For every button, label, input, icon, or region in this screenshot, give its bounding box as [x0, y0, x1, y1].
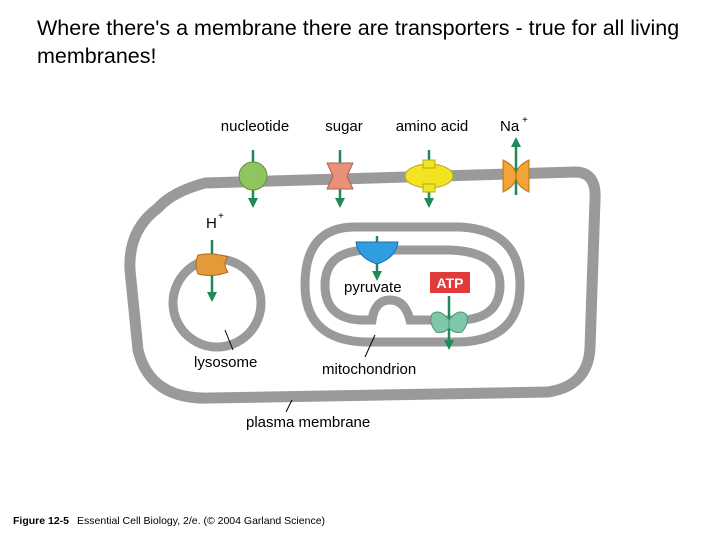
mitochondrion-outer-membrane	[300, 222, 525, 347]
pyruvate-transporter	[355, 241, 399, 265]
sodium-transporter	[502, 159, 530, 193]
nucleotide-transporter	[238, 161, 268, 191]
sugar-label: sugar	[325, 118, 363, 135]
sugar-transporter	[326, 162, 354, 190]
slide-title: Where there's a membrane there are trans…	[37, 16, 680, 68]
plasma-membrane-label: plasma membrane	[246, 414, 370, 431]
mitochondrion-inner-membrane	[320, 245, 505, 325]
amino-acid-transporter	[404, 159, 454, 193]
atp-badge	[430, 272, 470, 293]
figure-number: Figure 12-5	[13, 515, 70, 527]
hydrogen-label: H	[206, 215, 217, 232]
lysosome-leader	[224, 329, 234, 351]
plasma-membrane	[124, 166, 601, 404]
figure-caption: Figure 12-5 Essential Cell Biology, 2/e. …	[13, 515, 325, 527]
lysosome-label: lysosome	[194, 354, 257, 371]
mitochondrion-label: mitochondrion	[322, 361, 416, 378]
pyruvate-label: pyruvate	[344, 279, 402, 296]
figure-source: Essential Cell Biology, 2/e. (© 2004 Gar…	[77, 515, 326, 527]
amino-acid-label: amino acid	[396, 118, 469, 135]
hydrogen-charge: +	[218, 211, 224, 222]
sodium-charge: +	[522, 115, 528, 126]
atp-label: ATP	[437, 275, 464, 291]
proton-pump	[195, 253, 229, 277]
sodium-label: Na	[500, 118, 520, 135]
nucleotide-label: nucleotide	[221, 118, 289, 135]
atp-transporter	[430, 311, 468, 333]
plasma-membrane-leader	[285, 399, 293, 413]
mitochondrion-leader	[364, 334, 376, 358]
